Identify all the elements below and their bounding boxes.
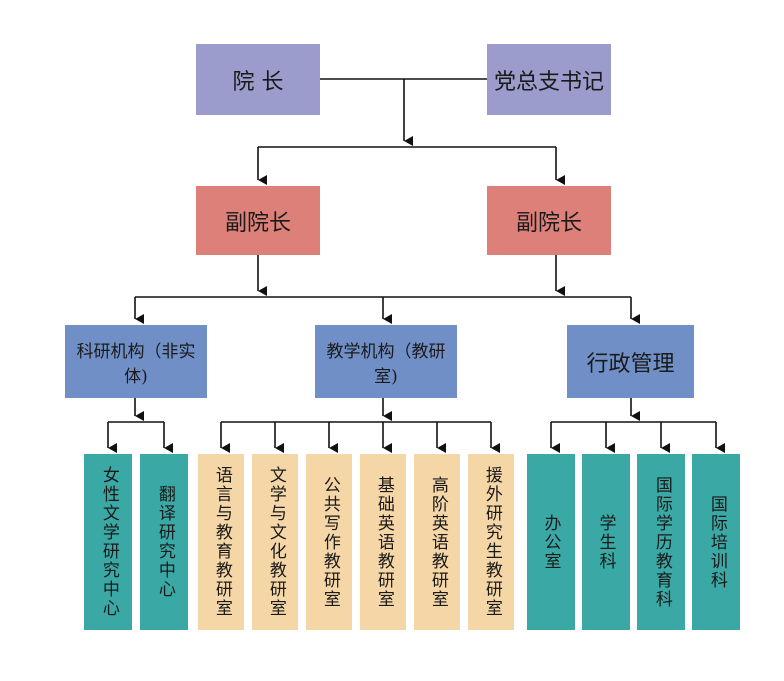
teaching-unit-text: 高阶英语教研室: [427, 475, 448, 609]
admin-unit-box: 办公室: [527, 454, 575, 630]
research-unit-box: 女性文学研究中心: [84, 454, 132, 630]
teaching-category-box: 教学机构（教研室): [315, 325, 457, 398]
admin-unit-box: 学生科: [582, 454, 630, 630]
vice-dean-left-label: 副院长: [224, 210, 291, 236]
vice-dean-right-box: 副院长: [487, 186, 611, 255]
teaching-unit-text: 公共写作教研室: [319, 475, 340, 609]
teaching-unit-box: 基础英语教研室: [360, 454, 406, 630]
dean-label: 院 长: [232, 69, 284, 95]
teaching-category-label: 教学机构（教研室): [326, 341, 446, 387]
teaching-unit-box: 文学与文化教研室: [252, 454, 298, 630]
admin-unit-box: 国际培训科: [692, 454, 740, 630]
teaching-unit-text: 文学与文化教研室: [265, 466, 286, 618]
secretary-box: 党总支书记: [487, 44, 611, 115]
dean-box: 院 长: [196, 44, 320, 115]
secretary-label: 党总支书记: [493, 69, 604, 95]
teaching-unit-text: 基础英语教研室: [373, 475, 394, 609]
teaching-unit-text: 援外研究生教研室: [481, 466, 502, 618]
research-unit-text: 女性文学研究中心: [98, 466, 119, 618]
admin-category-label: 行政管理: [586, 351, 675, 377]
teaching-unit-box: 高阶英语教研室: [414, 454, 460, 630]
research-category-label: 科研机构（非实体): [76, 341, 196, 387]
admin-unit-box: 国际学历教育科: [637, 454, 685, 630]
research-unit-box: 翻译研究中心: [140, 454, 188, 630]
admin-unit-text: 办公室: [540, 513, 561, 571]
admin-unit-text: 国际学历教育科: [651, 475, 672, 609]
research-unit-text: 翻译研究中心: [154, 485, 175, 599]
vice-dean-left-box: 副院长: [196, 186, 320, 255]
admin-unit-text: 国际培训科: [706, 494, 727, 590]
vice-dean-right-label: 副院长: [515, 210, 582, 236]
teaching-unit-box: 公共写作教研室: [306, 454, 352, 630]
admin-category-box: 行政管理: [567, 325, 694, 398]
teaching-unit-text: 语言与教育教研室: [211, 466, 232, 618]
teaching-unit-box: 援外研究生教研室: [468, 454, 514, 630]
teaching-unit-box: 语言与教育教研室: [198, 454, 244, 630]
research-category-box: 科研机构（非实体): [65, 325, 207, 398]
admin-unit-text: 学生科: [595, 513, 616, 571]
